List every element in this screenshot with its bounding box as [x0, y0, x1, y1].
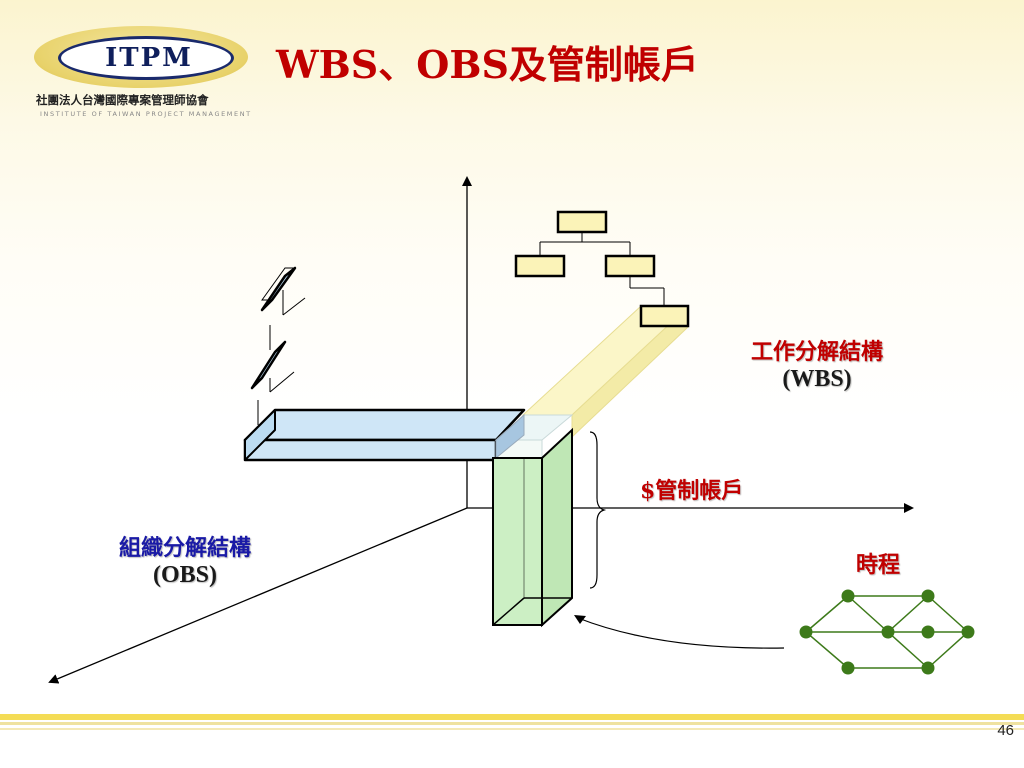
- wbs-label-abbr: (WBS): [782, 366, 852, 392]
- control-account-bracket: [589, 431, 607, 589]
- page-number: 46: [997, 722, 1014, 739]
- schedule-network: [805, 595, 969, 669]
- logo-brand: ITPM: [105, 43, 193, 73]
- logo-org-name: 社團法人台灣國際專案管理師協會: [36, 93, 209, 107]
- wbs-tree: [514, 210, 690, 328]
- logo-org-name-en: INSTITUTE OF TAIWAN PROJECT MANAGEMENT: [40, 110, 252, 118]
- intersection-cube: [494, 413, 574, 460]
- control-account-label: $管制帳戶: [640, 478, 744, 504]
- obs-bar: [243, 408, 526, 462]
- obs-label-abbr: (OBS): [152, 562, 217, 588]
- footer-bar: [0, 714, 1024, 730]
- schedule-label: 時程: [856, 552, 901, 578]
- control-account-box: [492, 427, 573, 628]
- page-title: WBS、OBS及管制帳戶: [276, 42, 699, 87]
- wbs-label-text: 工作分解結構: [750, 339, 883, 365]
- logo-oval-inner: ITPM: [58, 36, 234, 80]
- obs-axis: [48, 507, 468, 684]
- schedule-network-nodes: [799, 589, 975, 675]
- obs-label: 組織分解結構 (OBS): [70, 530, 300, 589]
- logo-oval: ITPM: [34, 26, 248, 88]
- wbs-label: 工作分解結構 (WBS): [712, 334, 922, 393]
- itpm-logo: ITPM 社團法人台灣國際專案管理師協會 INSTITUTE OF TAIWAN…: [28, 20, 258, 125]
- schedule-link-arrow: [574, 615, 785, 649]
- obs-label-text: 組織分解結構: [118, 535, 251, 561]
- obs-tree: [250, 266, 306, 425]
